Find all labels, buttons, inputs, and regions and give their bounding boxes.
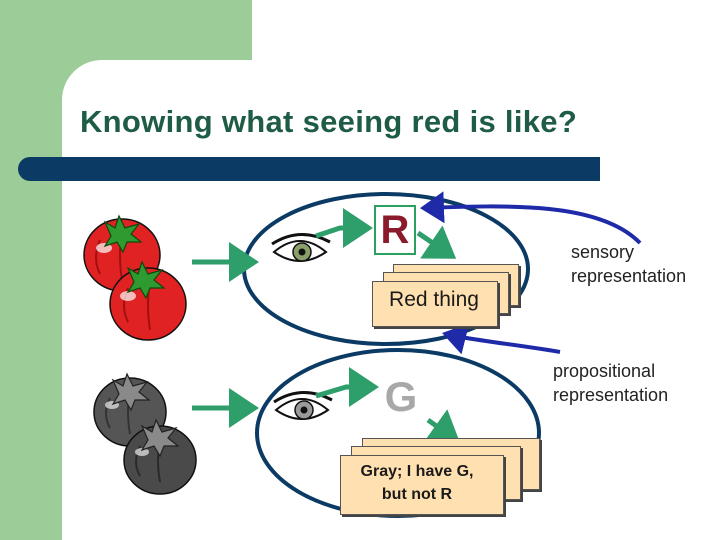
eye-icon <box>273 390 333 420</box>
eye-icon <box>271 232 331 262</box>
sensory-percept-r: R <box>374 205 416 255</box>
title-underline-bar <box>18 157 600 181</box>
red-tomato-icon <box>109 260 187 341</box>
gray-belief-line1: Gray; I have G, <box>360 463 474 480</box>
gray-belief-card <box>340 455 504 515</box>
propositional-label-line1: propositional <box>553 361 656 381</box>
red-thing-label: Red thing <box>389 288 479 311</box>
bottom-mind-ellipse <box>255 348 541 518</box>
concept-arrow-top <box>416 225 457 259</box>
gray-tomato-icon <box>123 418 197 495</box>
propositional-representation-label: propositional representation <box>553 359 668 407</box>
concept-arrow-bottom <box>424 409 461 443</box>
gray-belief-label: Gray; I have G, but not R <box>340 460 494 506</box>
red-thing-card <box>372 281 498 327</box>
propositional-label-line2: representation <box>553 385 669 405</box>
slide-title: Knowing what seeing red is like? <box>80 104 578 139</box>
propositional-pointer-arrow <box>442 323 561 355</box>
percept-arrow-bottom <box>315 367 379 407</box>
sensory-percept-g: G <box>380 372 422 422</box>
sensory-label-line1: sensory <box>571 242 635 262</box>
green-band-left <box>0 0 62 540</box>
sensory-label-line2: representation <box>571 266 687 286</box>
percept-arrow-top <box>315 208 373 248</box>
sensory-pointer-arrow <box>420 191 642 245</box>
sensory-representation-label: sensory representation <box>571 240 686 288</box>
gray-belief-line2: but not R <box>381 486 453 503</box>
